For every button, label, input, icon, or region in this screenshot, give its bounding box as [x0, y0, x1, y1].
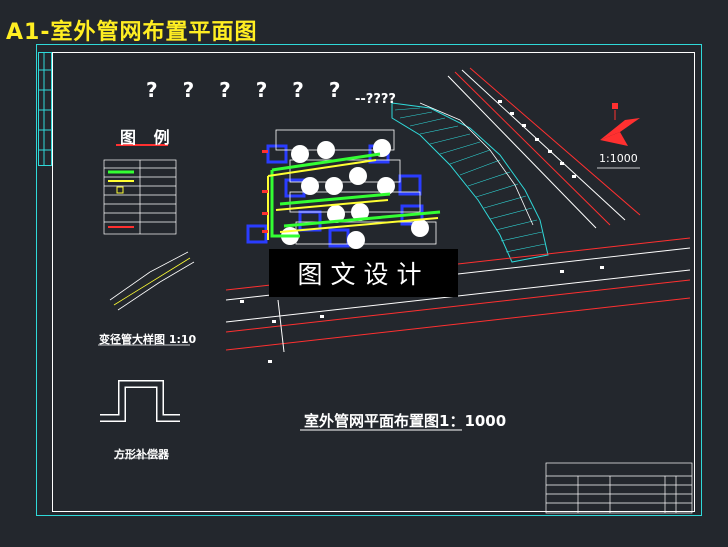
binding-strip-lines: [38, 52, 52, 166]
legend-table-graphic: [103, 159, 177, 235]
expansion-joint-detail: [100, 380, 180, 422]
document-caption: A1-室外管网布置平面图: [6, 20, 258, 45]
expansion-joint-label: 方形补偿器: [114, 448, 169, 461]
storage-tanks: [281, 139, 429, 249]
scale-label: 1:1000: [599, 152, 638, 165]
drawing-title-placeholder: ? ? ? ? ? ?: [146, 78, 350, 102]
pipe-labels: [262, 150, 268, 233]
north-arrow-title: --????: [355, 92, 396, 107]
legend-title: 图 例: [120, 128, 176, 147]
reducer-detail: [109, 251, 195, 311]
drawing-frame: [52, 52, 695, 512]
pipe-network-green: [270, 152, 441, 238]
diagonal-road: [447, 67, 641, 229]
river-hatch-area: [391, 102, 549, 263]
drawing-sheet-border: [36, 44, 702, 516]
north-arrow-icon: [600, 103, 640, 146]
legend-symbols: [108, 170, 134, 228]
pipe-network-yellow: [267, 159, 439, 240]
binding-strip: [38, 52, 52, 166]
title-block-grid: [545, 462, 693, 514]
watermark-banner: 图文设计: [269, 249, 458, 297]
plan-title-label: 室外管网平面布置图1：1000: [304, 412, 507, 430]
reducer-detail-label: 变径管大样图 1:10: [99, 333, 197, 346]
